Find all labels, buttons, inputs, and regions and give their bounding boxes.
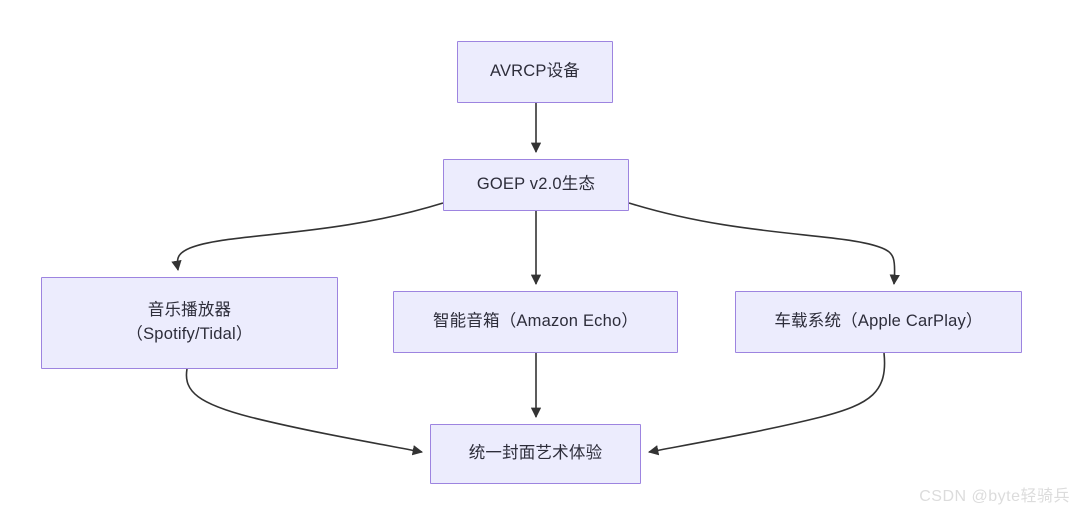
edge-car-to-unified <box>647 352 886 456</box>
node-smart-speaker-label: 智能音箱（Amazon Echo） <box>432 312 639 331</box>
edge-player-to-unified <box>185 368 424 456</box>
node-unified-cover-art[interactable]: 统一封面艺术体验 <box>430 424 641 484</box>
node-car-system[interactable]: 车载系统（Apple CarPlay） <box>735 291 1022 353</box>
node-avrcp-device[interactable]: AVRCP设备 <box>457 41 613 103</box>
node-goep-ecosystem[interactable]: GOEP v2.0生态 <box>443 159 629 211</box>
node-music-player[interactable]: 音乐播放器 （Spotify/Tidal） <box>41 277 338 369</box>
watermark: CSDN @byte轻骑兵 <box>919 488 1070 505</box>
edge-goep-to-player <box>171 202 444 272</box>
edge-goep-to-car <box>628 202 900 286</box>
node-goep-ecosystem-label: GOEP v2.0生态 <box>476 175 596 194</box>
node-avrcp-device-label: AVRCP设备 <box>489 62 581 81</box>
node-car-system-label: 车载系统（Apple CarPlay） <box>774 312 983 331</box>
node-unified-cover-art-label: 统一封面艺术体验 <box>468 444 603 463</box>
node-music-player-label: 音乐播放器 （Spotify/Tidal） <box>126 301 253 343</box>
node-smart-speaker[interactable]: 智能音箱（Amazon Echo） <box>393 291 678 353</box>
